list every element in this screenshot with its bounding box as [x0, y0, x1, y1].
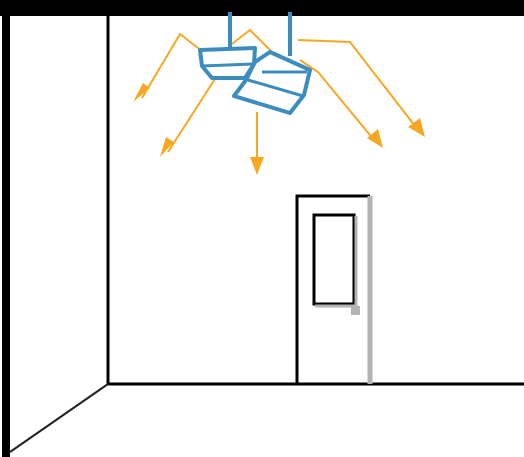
fixture-lens-left: [202, 64, 253, 66]
ceiling-light-fixture-icon: [200, 12, 310, 113]
floor-corner-diagonal: [10, 384, 108, 452]
door: [297, 196, 370, 384]
light-ray-arrow-icon: [298, 40, 415, 126]
light-ray-arrowhead: [367, 129, 383, 148]
light-ray-arrowhead: [250, 157, 264, 175]
ceiling-band: [0, 0, 524, 16]
door-handle: [351, 306, 360, 315]
light-ray-arrowhead: [133, 83, 150, 102]
door-window: [314, 215, 354, 304]
light-ray-arrow-icon: [168, 68, 222, 152]
